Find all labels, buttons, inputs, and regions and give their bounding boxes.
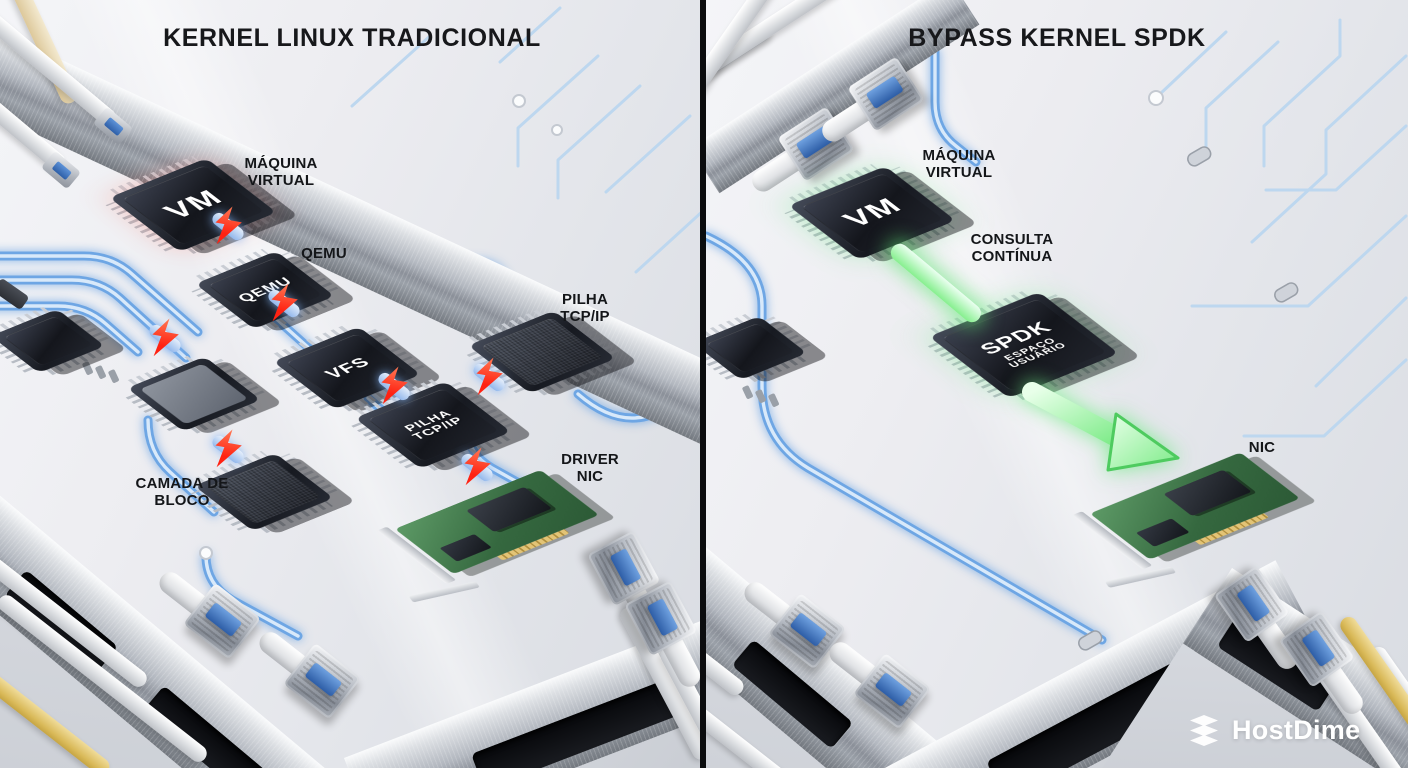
fast-path-arrow-icon [1022, 382, 1180, 472]
block-layer-caption: CAMADA DE BLOCO [135, 475, 229, 509]
nic-chip [439, 533, 493, 562]
vm-caption: MÁQUINA VIRTUAL [244, 155, 318, 189]
hostdime-logo: HostDime [1186, 714, 1360, 746]
polling-caption: CONSULTA CONTÍNUA [970, 231, 1054, 265]
data-path-trace-highlights [704, 50, 1104, 642]
nic-card [377, 469, 600, 603]
hostdime-logo-text: HostDime [1232, 714, 1361, 745]
tcpip-chip-label: PILHA TCP/IP [402, 408, 467, 442]
bottleneck-bolt-icon [374, 362, 414, 410]
decorative-chip [704, 307, 811, 389]
circuit-traces-right [704, 18, 1408, 651]
driver-nic-caption: DRIVER NIC [561, 451, 619, 485]
hostdime-logo-icon [1190, 715, 1218, 746]
pcie-connector [497, 529, 570, 561]
panel-divider [700, 0, 706, 768]
nic-chip [1135, 518, 1190, 547]
panel-traditional-kernel: VM QEMU VFS PILHA TCP/IP [0, 0, 704, 768]
left-panel-title: KERNEL LINUX TRADICIONAL [163, 24, 541, 52]
nic-caption: NIC [1248, 439, 1276, 456]
pcb-vias [742, 90, 1299, 651]
bottleneck-bolt-icon [208, 202, 248, 250]
panel-spdk-bypass: VM SPDK ESPAÇO USUÁRIO [704, 0, 1408, 768]
vfs-chip-label: VFS [320, 354, 375, 382]
bottleneck-bolt-icon [469, 353, 509, 401]
bottleneck-bolt-icon [264, 279, 304, 327]
qemu-caption: QEMU [301, 245, 347, 262]
tcpip-caption: PILHA TCP/IP [560, 291, 610, 325]
bottleneck-bolt-icon [208, 425, 248, 473]
pcb-traces-thin [1158, 18, 1408, 438]
vm-chip-label: VM [836, 193, 909, 233]
bottleneck-bolt-icon [145, 314, 185, 362]
pcie-connector [1194, 513, 1270, 546]
decorative-chip [0, 300, 109, 382]
bottleneck-bolt-icon [457, 443, 497, 491]
vm-caption: MÁQUINA VIRTUAL [922, 147, 996, 181]
pcb-traces-thin [350, 6, 704, 274]
nic-asic [466, 486, 553, 533]
right-panel-title: BYPASS KERNEL SPDK [908, 24, 1206, 52]
